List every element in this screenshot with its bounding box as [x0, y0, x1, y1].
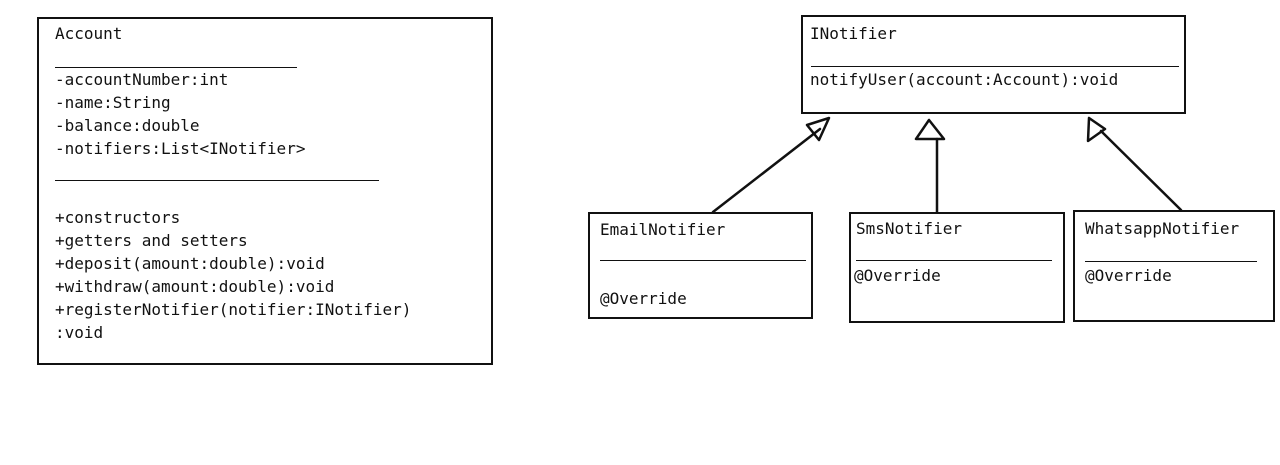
whatsapp-arrowhead [1086, 116, 1107, 143]
account-class-name: Account [55, 24, 123, 43]
account-method: :void [55, 323, 104, 342]
inotifier-method: notifyUser(account:Account):void [810, 70, 1119, 89]
email-notifier-class-name: EmailNotifier [600, 220, 726, 239]
account-method: +withdraw(amount:double):void [55, 277, 335, 296]
email-notifier-annotation: @Override [600, 289, 687, 308]
sms-notifier-class-name: SmsNotifier [856, 219, 962, 238]
account-attributes-divider [55, 67, 297, 68]
sms-notifier-annotation: @Override [854, 266, 941, 285]
email-notifier-class-box: EmailNotifier @Override [588, 212, 813, 319]
inotifier-interface-box: INotifier notifyUser(account:Account):vo… [801, 15, 1186, 114]
account-method: +deposit(amount:double):void [55, 254, 325, 273]
email-arrowhead [805, 116, 831, 142]
inotifier-interface-name: INotifier [810, 24, 897, 43]
sms-arrowhead [914, 118, 946, 141]
whatsapp-notifier-class-name: WhatsappNotifier [1085, 219, 1240, 238]
sms-notifier-class-box: SmsNotifier @Override [849, 212, 1065, 323]
account-attribute: -accountNumber:int [55, 70, 229, 89]
account-methods-divider [55, 180, 379, 181]
whatsapp-notifier-divider [1085, 261, 1257, 262]
sms-notifier-divider [856, 260, 1052, 261]
whatsapp-realization-line [1099, 129, 1183, 212]
inotifier-divider [811, 66, 1179, 67]
account-method: +registerNotifier(notifier:INotifier) [55, 300, 412, 319]
email-realization-line [711, 127, 822, 214]
whatsapp-notifier-class-box: WhatsappNotifier @Override [1073, 210, 1275, 322]
account-attribute: -balance:double [55, 116, 200, 135]
email-notifier-divider [600, 260, 806, 261]
account-attribute: -notifiers:List<INotifier> [55, 139, 306, 158]
account-method: +constructors [55, 208, 181, 227]
account-attribute: -name:String [55, 93, 171, 112]
whatsapp-notifier-annotation: @Override [1085, 266, 1172, 285]
account-method: +getters and setters [55, 231, 248, 250]
account-class-box: Account -accountNumber:int -name:String … [37, 17, 493, 365]
